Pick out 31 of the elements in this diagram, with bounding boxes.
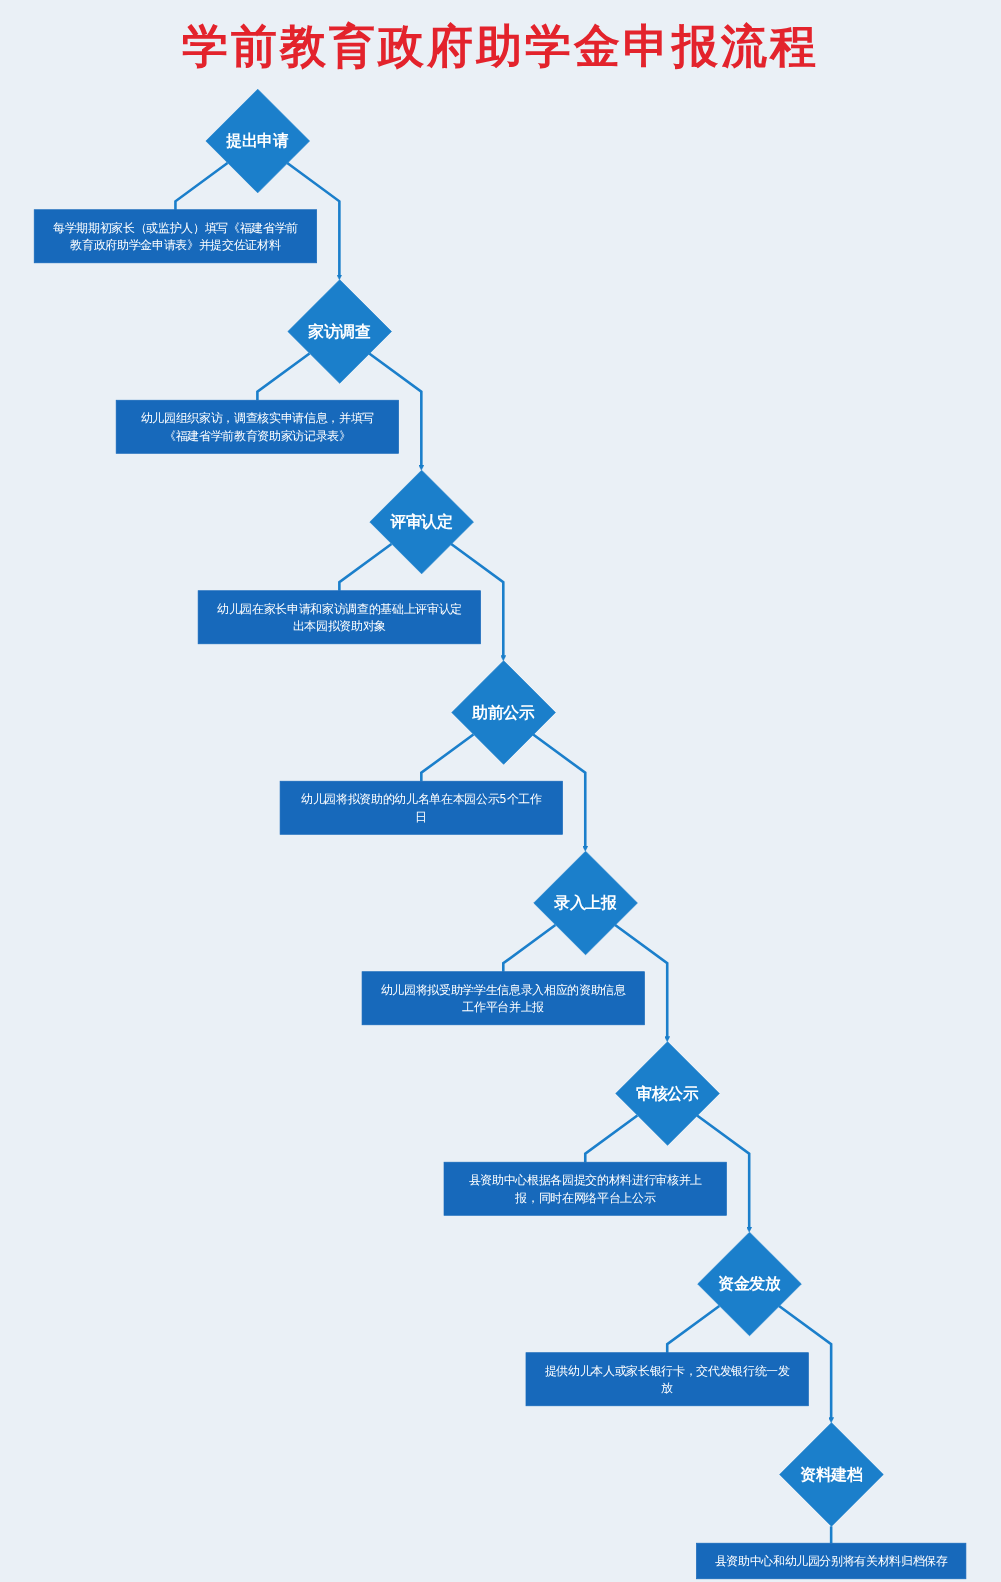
- node-box: 幼儿园组织家访，调查核实申请信息，并填写《福建省学前教育资助家访记录表》: [116, 399, 400, 454]
- connector: [420, 733, 475, 782]
- connector: [256, 352, 311, 401]
- node-box: 幼儿园将拟受助学学生信息录入相应的资助信息工作平台并上报: [362, 971, 646, 1026]
- arrow: [286, 161, 343, 280]
- node-box: 幼儿园在家长申请和家访调查的基础上评审认定出本园拟资助对象: [198, 590, 482, 645]
- node-diamond: 资料建档: [779, 1422, 885, 1527]
- node-box: 每学期期初家长（或监护人）填写《福建省学前教育政府助学金申请表》并提交佐证材料: [34, 209, 318, 264]
- node-diamond: 家访调查: [287, 279, 393, 384]
- title: 学前教育政府助学金申报流程: [181, 18, 820, 75]
- node-box: 县资助中心和幼儿园分别将有关材料归档保存: [696, 1542, 967, 1580]
- arrow: [696, 1114, 753, 1233]
- node-diamond: 提出申请: [206, 88, 311, 194]
- arrow: [532, 733, 589, 852]
- node-box: 县资助中心根据各园提交的材料进行审核并上报，同时在网络平台上公示: [444, 1161, 728, 1216]
- node-diamond: 审核公示: [615, 1041, 721, 1146]
- connector: [174, 161, 229, 210]
- connector: [502, 923, 557, 972]
- node-box: 幼儿园将拟资助的幼儿名单在本园公示5个工作日: [280, 780, 564, 835]
- node-diamond: 录入上报: [533, 850, 639, 956]
- arrow: [778, 1304, 835, 1423]
- arrow: [368, 352, 425, 471]
- node-diamond: 资金发放: [697, 1231, 803, 1337]
- arrow: [450, 542, 507, 661]
- node-box: 提供幼儿本人或家长银行卡，交代发银行统一发放: [526, 1352, 810, 1407]
- connector: [584, 1114, 639, 1163]
- node-diamond: 助前公示: [451, 660, 557, 765]
- arrow: [614, 923, 671, 1042]
- node-diamond: 评审认定: [369, 469, 475, 575]
- connector: [666, 1304, 721, 1353]
- connector: [338, 542, 393, 591]
